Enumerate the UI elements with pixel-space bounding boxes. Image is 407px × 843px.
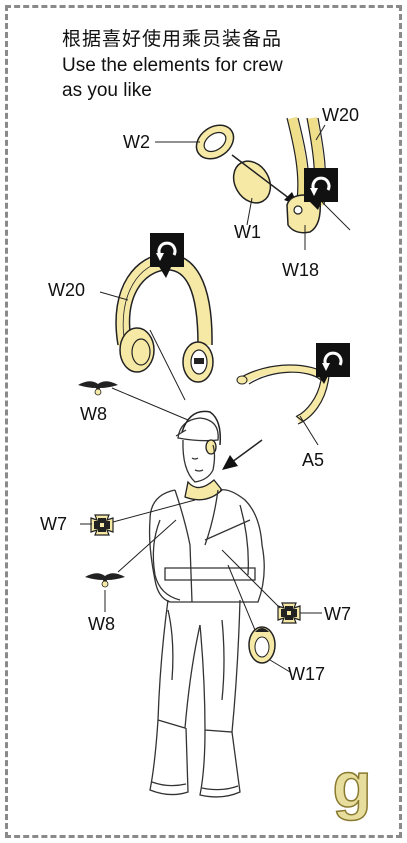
iron-cross-icon [80,499,196,536]
label-a5: A5 [302,450,325,470]
part-w18-clip [286,194,322,250]
part-w17-badge [227,564,291,673]
label-w17: W17 [288,664,326,684]
label-w18: W18 [282,260,320,280]
rotate-arrow-icon [150,233,184,278]
eagle-insignia-icon [85,519,177,612]
instruction-title-english-line1: Use the elements for crew [62,55,283,76]
instruction-title-chinese: 根据喜好使用乘员装备品 [62,28,283,50]
label-w7-right: W7 [324,604,351,624]
label-w20-headphones: W20 [48,280,86,300]
part-w1-disc [231,154,299,226]
label-w8-bottom: W8 [88,614,115,634]
instruction-title-english-line2: as you like [62,80,152,101]
label-w8-top: W8 [80,404,107,424]
label-w1: W1 [234,222,261,242]
label-w20-top: W20 [322,105,360,125]
iron-cross-icon [221,549,322,624]
part-w20-headphones [99,253,214,401]
label-w2: W2 [123,132,150,152]
part-w2-ring [155,124,235,160]
eagle-insignia-icon [78,381,189,421]
crew-figure [148,410,265,798]
page-frame [5,5,402,838]
rotate-arrow-icon [304,168,338,210]
rotate-arrow-icon [316,343,350,384]
page-letter: g [332,749,373,821]
label-w7-left: W7 [40,514,67,534]
